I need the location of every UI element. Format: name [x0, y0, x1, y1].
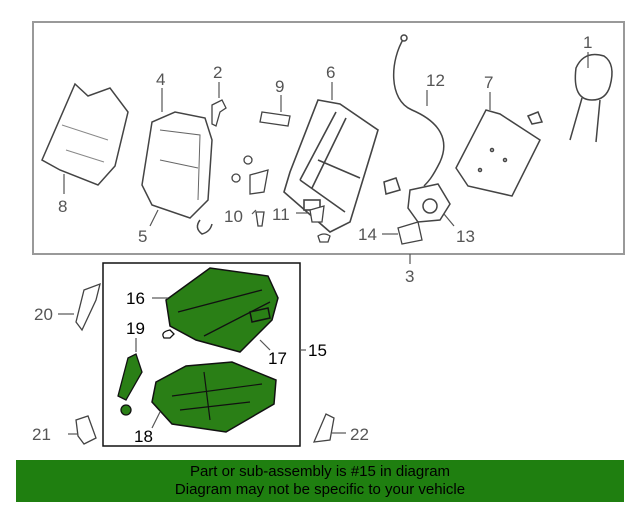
- parts-diagram: 1 2 4 9 6 12 7 8 5 10 11 13 14 3 20 21 2…: [32, 21, 625, 447]
- part-12-cable[interactable]: [393, 34, 445, 187]
- callout-5: 5: [138, 227, 147, 246]
- part-13-latch[interactable]: [383, 177, 451, 223]
- callout-2: 2: [213, 63, 222, 82]
- part-8-seatback-pad[interactable]: [41, 82, 129, 186]
- part-19-hinge[interactable]: [117, 329, 175, 416]
- callout-9: 9: [275, 77, 284, 96]
- footer-banner: Part or sub-assembly is #15 in diagram D…: [16, 460, 624, 502]
- part-20-trim[interactable]: [75, 282, 101, 332]
- callout-19: 19: [126, 319, 145, 338]
- callout-1: 1: [583, 33, 592, 52]
- part-18-seat-frame[interactable]: [151, 361, 277, 433]
- part-6-seatback-frame[interactable]: [283, 99, 379, 233]
- upper-assembly-frame: [32, 21, 625, 255]
- part-9-label-plate[interactable]: [259, 111, 291, 127]
- part-4-seatback-cushion[interactable]: [141, 111, 213, 235]
- part-7-back-panel[interactable]: [455, 109, 544, 197]
- callout-13: 13: [456, 227, 475, 246]
- callout-15: 15: [308, 341, 327, 360]
- footer-line-1: Part or sub-assembly is #15 in diagram: [189, 463, 451, 480]
- callout-4: 4: [156, 70, 165, 89]
- part-22-trim[interactable]: [312, 413, 335, 443]
- part-2-clip[interactable]: [211, 99, 227, 127]
- leader-lines: [58, 52, 589, 435]
- callout-14: 14: [358, 225, 377, 244]
- callout-16: 16: [126, 289, 145, 308]
- part-1-headrest[interactable]: [569, 53, 613, 143]
- callout-8: 8: [58, 197, 67, 216]
- callout-22: 22: [350, 425, 369, 444]
- part-10-fasteners[interactable]: [231, 155, 269, 227]
- callout-6: 6: [326, 63, 335, 82]
- callout-7: 7: [484, 73, 493, 92]
- callout-20: 20: [34, 305, 53, 324]
- callout-3: 3: [405, 267, 414, 286]
- highlight-assembly-frame: [102, 262, 301, 447]
- callout-17: 17: [268, 349, 287, 368]
- callout-10: 10: [224, 207, 243, 226]
- footer-line-2: Diagram may not be specific to your vehi…: [174, 481, 466, 498]
- callout-12: 12: [426, 71, 445, 90]
- callout-18: 18: [134, 427, 153, 446]
- part-11-bracket[interactable]: [309, 205, 331, 243]
- part-21-trim[interactable]: [75, 415, 97, 445]
- part-14-bracket[interactable]: [397, 221, 423, 245]
- part-16-seat-cushion[interactable]: [165, 267, 279, 353]
- callout-11: 11: [272, 205, 290, 224]
- callout-21: 21: [32, 425, 51, 444]
